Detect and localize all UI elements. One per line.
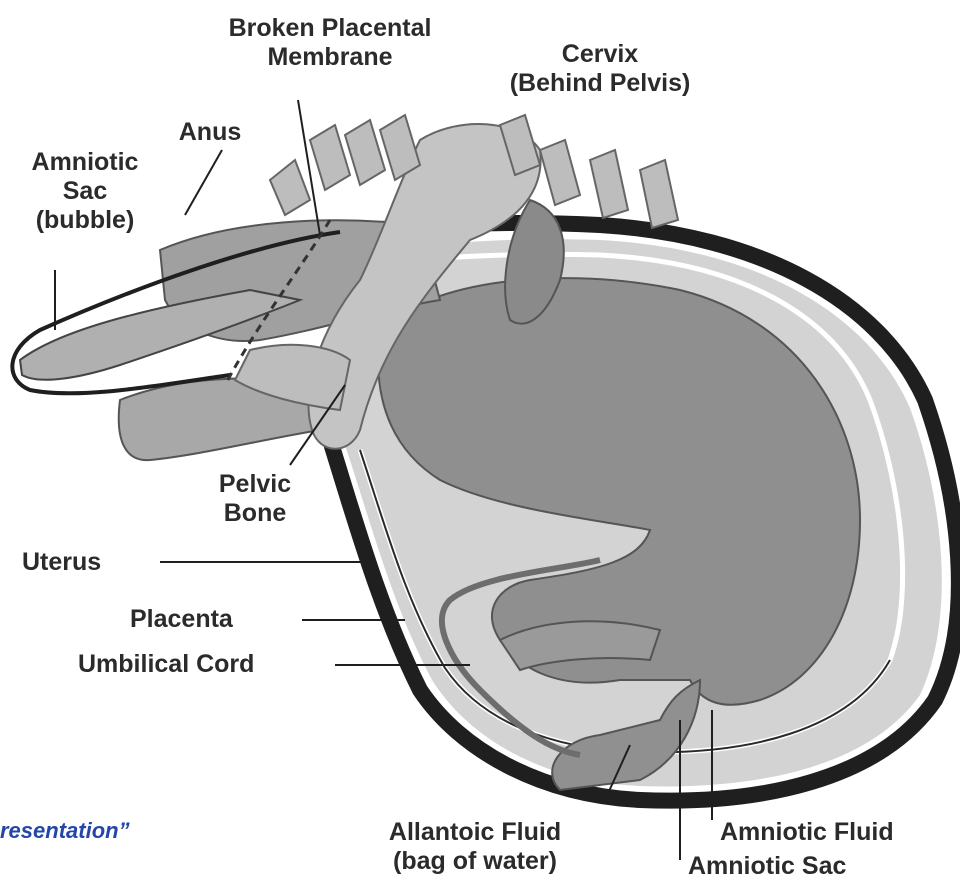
label-amniotic-bubble-line3: (bubble) <box>5 206 165 235</box>
label-pelvic-bone: Pelvic Bone <box>195 470 315 528</box>
label-cervix-line2: (Behind Pelvis) <box>465 69 735 98</box>
label-cervix: Cervix (Behind Pelvis) <box>465 40 735 98</box>
label-broken-membrane-line1: Broken Placental <box>185 14 475 43</box>
label-amniotic-fluid: Amniotic Fluid <box>720 818 894 847</box>
label-broken-membrane-line2: Membrane <box>185 43 475 72</box>
label-placenta: Placenta <box>130 605 233 634</box>
label-uterus: Uterus <box>22 548 101 577</box>
label-amniotic-sac: Amniotic Sac <box>688 852 846 881</box>
label-anus: Anus <box>160 118 260 147</box>
label-allantoic-line1: Allantoic Fluid <box>340 818 610 847</box>
leader-anus <box>185 150 222 215</box>
label-pelvic-line2: Bone <box>195 499 315 528</box>
label-cervix-line1: Cervix <box>465 40 735 69</box>
label-allantoic-fluid: Allantoic Fluid (bag of water) <box>340 818 610 876</box>
label-amniotic-bubble-line1: Amniotic <box>5 148 165 177</box>
label-amniotic-bubble-line2: Sac <box>5 177 165 206</box>
label-pelvic-line1: Pelvic <box>195 470 315 499</box>
caption-fragment: resentation” <box>0 818 130 844</box>
leader-broken-membrane <box>298 100 320 235</box>
label-allantoic-line2: (bag of water) <box>340 847 610 876</box>
label-umbilical-cord: Umbilical Cord <box>78 650 254 679</box>
label-amniotic-sac-bubble: Amniotic Sac (bubble) <box>5 148 165 235</box>
label-broken-membrane: Broken Placental Membrane <box>185 14 475 72</box>
